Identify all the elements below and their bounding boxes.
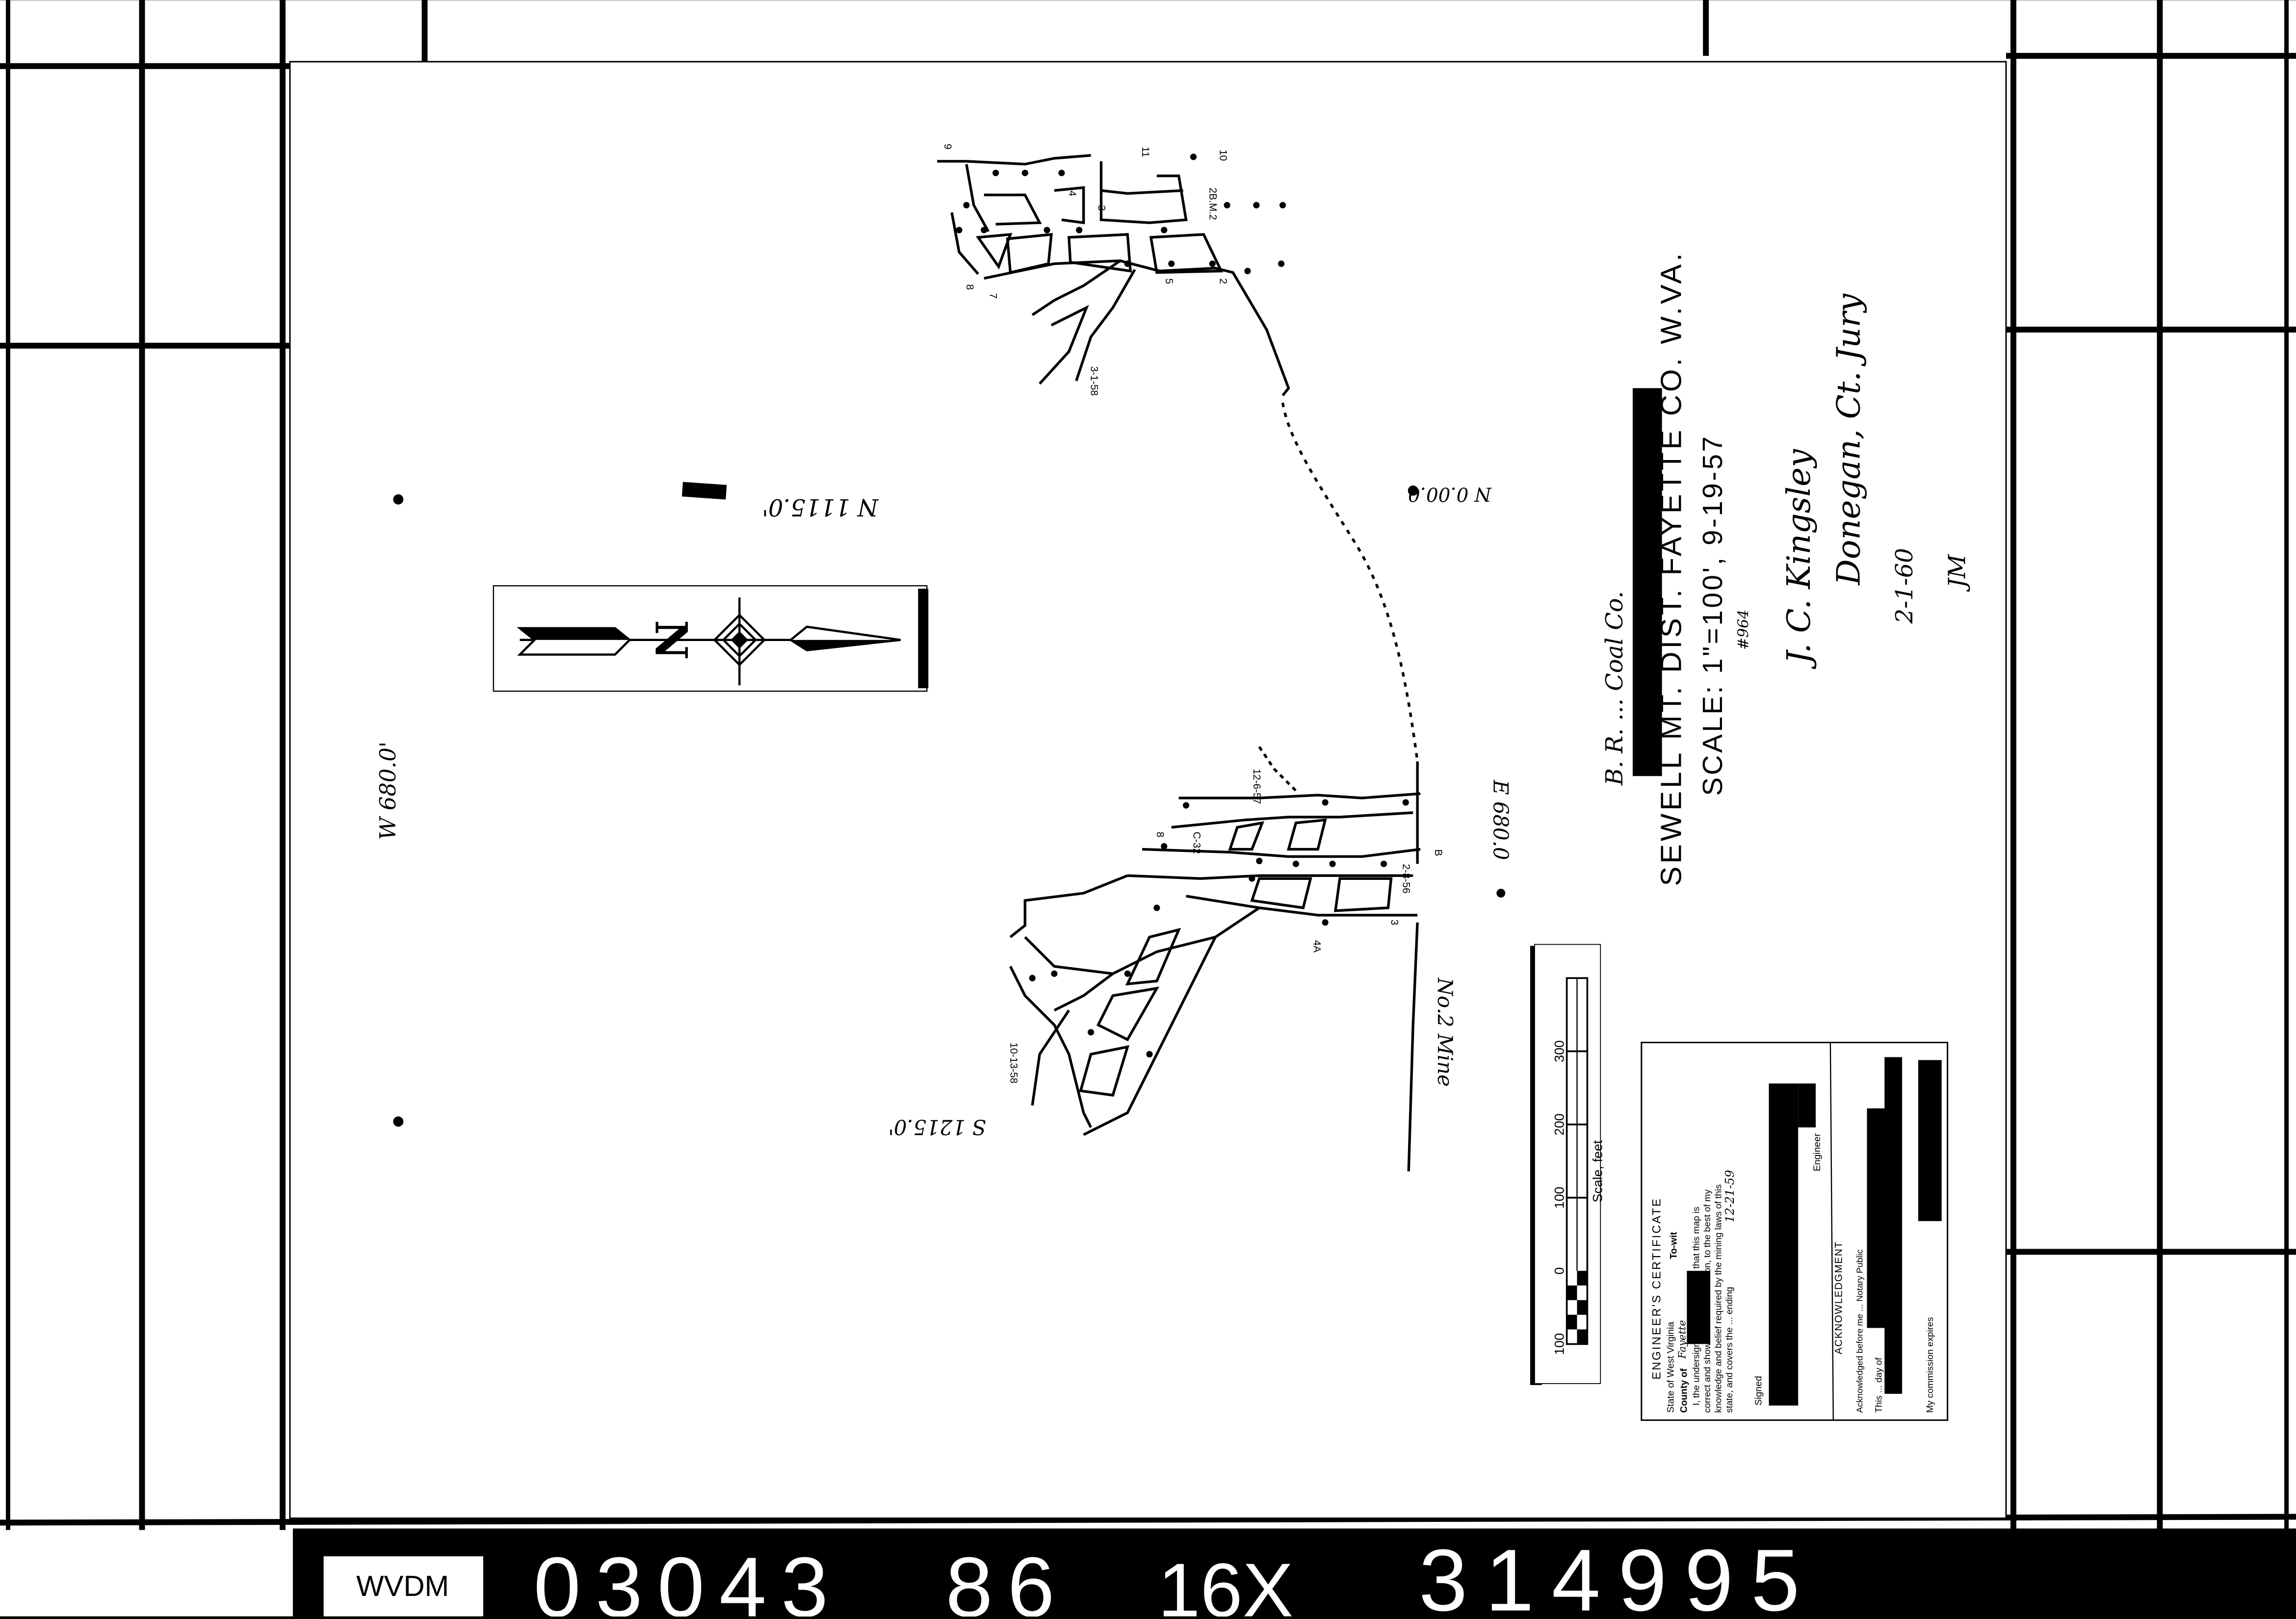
scale-label: 100: [1552, 1187, 1567, 1209]
certificate-county-label: County of: [1678, 1368, 1689, 1413]
station-label: 7: [988, 293, 999, 299]
redaction-bar: [681, 482, 727, 500]
engineers-certificate: ENGINEER'S CERTIFICATE State of West Vir…: [1641, 1042, 1949, 1421]
coord-north: N 1115.0': [762, 493, 879, 520]
station-label: 2: [1217, 279, 1228, 284]
station-label: 3: [1096, 205, 1107, 211]
coord-east: E 680.0: [1488, 779, 1513, 860]
station-label: 10-13-58: [1008, 1043, 1019, 1084]
station-label: 4: [1067, 190, 1078, 196]
acknowledgment-line-1: Acknowledged before me ... Notary Public: [1855, 1249, 1865, 1413]
scale-label: 300: [1552, 1040, 1567, 1062]
scale-label: 100: [1552, 1333, 1567, 1355]
station-label: C-32: [1191, 832, 1202, 854]
mine-workings-lower: [1009, 746, 1421, 1172]
coord-west: W 680.0': [375, 742, 401, 840]
station-label: B: [1433, 849, 1444, 856]
coord-origin: N 0.00.0: [1408, 483, 1492, 505]
certificate-body-4: state, and covers the ... ending: [1724, 1287, 1734, 1413]
scale-label: 200: [1552, 1113, 1567, 1135]
certificate-body-date: 12-21-59: [1723, 1170, 1737, 1222]
compass-letter: N: [645, 620, 696, 660]
acknowledgment-line-2: This ... day of: [1873, 1357, 1883, 1413]
station-label: 8: [964, 284, 975, 290]
station-labels: 9 7 3 4 11 10 2B.M.2 5 2 8 3-1-58 12-6-5…: [942, 144, 1444, 1083]
scale-label: 0: [1552, 1267, 1567, 1275]
handwritten-signature: J. C. Kingsley: [1780, 449, 1818, 670]
scale-bar: 100 0 100 200 300 Scale, feet: [1530, 944, 1605, 1385]
map-scale-date: SCALE: 1"=100', 9-19-57: [1697, 434, 1728, 796]
station-label: 10: [1217, 150, 1228, 161]
strip-code-1: 03043: [533, 1540, 843, 1617]
collection-label-box: [323, 1556, 483, 1617]
station-label: 12-6-57: [1251, 769, 1262, 804]
certificate-signed-label: Signed: [1753, 1376, 1764, 1405]
redaction-company: [1632, 388, 1662, 776]
handwritten-initials: JM: [1944, 554, 1971, 592]
station-label: 4A: [1311, 940, 1322, 953]
north-arrow: N: [493, 585, 929, 692]
survey-stations-upper: [956, 154, 1286, 275]
strip-code-4: 314995: [1419, 1531, 1817, 1617]
corner-markers: [393, 485, 1506, 1127]
strip-code-2: 86: [945, 1540, 1069, 1617]
company-name: B. R. ... Coal Co.: [1601, 591, 1628, 786]
mine-workings-upper: [937, 154, 1419, 762]
station-label: 11: [1140, 147, 1151, 157]
microfilm-strip: [292, 1528, 2296, 1617]
handwritten-date: 2-1-60: [1891, 548, 1918, 624]
station-label: 2B.M.2: [1207, 187, 1218, 220]
certificate-engineer-label: Engineer: [1812, 1133, 1823, 1171]
acknowledgment-title: ACKNOWLEDGMENT: [1833, 1241, 1845, 1354]
coord-south: S 1215.0': [888, 1115, 986, 1139]
handwritten-place: Donegan, Ct. Jury: [1830, 293, 1868, 586]
map-number: #964: [1735, 610, 1752, 650]
certificate-body-3: knowledge and belief required by the min…: [1713, 1184, 1723, 1413]
scale-caption: Scale, feet: [1590, 1140, 1605, 1202]
certificate-title: ENGINEER'S CERTIFICATE: [1650, 1197, 1664, 1380]
strip-code-3: 16X: [1158, 1548, 1293, 1617]
acknowledgment-line-3: My commission expires: [1925, 1317, 1935, 1413]
survey-stations-lower: [1029, 799, 1409, 1057]
certificate-county-value: Fayette: [1676, 1320, 1688, 1359]
certificate-body-1: I, the undersigned, hereby certify that …: [1691, 1207, 1701, 1405]
certificate-to-wit: To-wit: [1668, 1232, 1679, 1259]
mine-label: No.2 Mine: [1433, 977, 1457, 1087]
station-label: 5: [1163, 279, 1174, 284]
station-label: 2-8-56: [1400, 864, 1411, 893]
certificate-state: State of West Virginia: [1666, 1322, 1676, 1413]
certificate-body-2: correct and shows all the information, t…: [1702, 1189, 1712, 1413]
station-label: 8: [1154, 832, 1166, 838]
certificate-redactions: [1687, 1057, 1942, 1406]
collection-label: WVDM: [356, 1569, 449, 1602]
station-label: 3: [1388, 920, 1400, 925]
station-label: 3-1-58: [1089, 366, 1100, 396]
map-title: SEWELL MT. DIST. FAYETTE CO. W.VA.: [1654, 250, 1687, 886]
station-label: 9: [942, 144, 953, 150]
